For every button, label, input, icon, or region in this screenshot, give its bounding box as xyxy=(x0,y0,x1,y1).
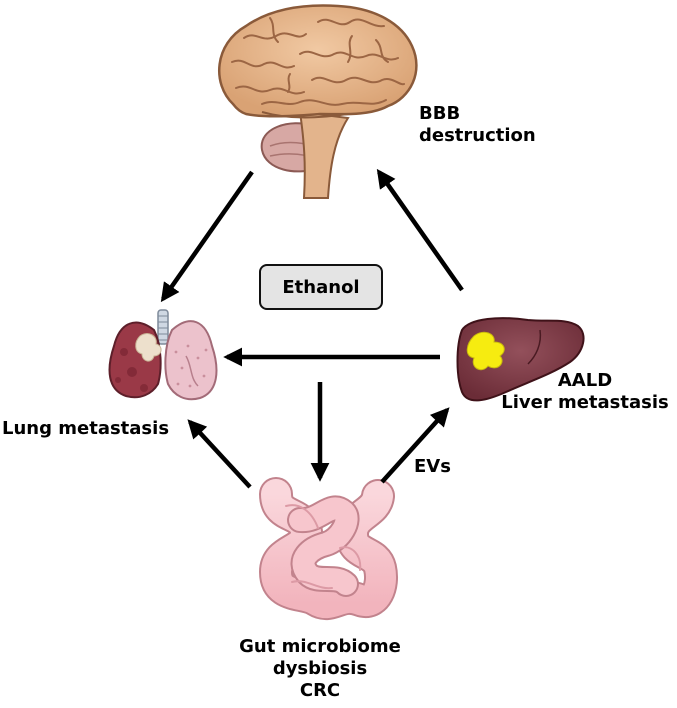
brain-icon xyxy=(218,4,418,199)
ethanol-box: Ethanol xyxy=(259,264,383,310)
gut-label-line3: CRC xyxy=(299,680,341,701)
gut-label-line2: dysbiosis xyxy=(272,658,368,679)
liver-label: AALD Liver metastasis xyxy=(500,370,670,414)
brain-label-line2: destruction xyxy=(419,125,536,146)
intestine-icon xyxy=(259,477,398,620)
lung-label: Lung metastasis xyxy=(2,418,170,439)
arrow-liver-to-brain xyxy=(376,168,464,292)
brain-label-line1: BBB xyxy=(419,103,461,124)
arrow-gut-to-lung xyxy=(187,419,252,489)
gut-label-line1: Gut microbiome xyxy=(239,636,401,657)
evs-label: EVs xyxy=(414,456,451,477)
ethanol-label: Ethanol xyxy=(282,276,360,298)
liver-icon xyxy=(456,317,585,402)
lungs-icon xyxy=(108,309,218,401)
gut-label: Gut microbiome dysbiosis CRC xyxy=(200,636,440,702)
brain-label: BBB destruction xyxy=(419,103,536,147)
arrow-gut-to-liver xyxy=(380,407,450,484)
liver-label-line1: AALD xyxy=(557,370,613,391)
liver-label-line2: Liver metastasis xyxy=(501,392,669,413)
arrow-brain-to-lung xyxy=(160,170,254,303)
